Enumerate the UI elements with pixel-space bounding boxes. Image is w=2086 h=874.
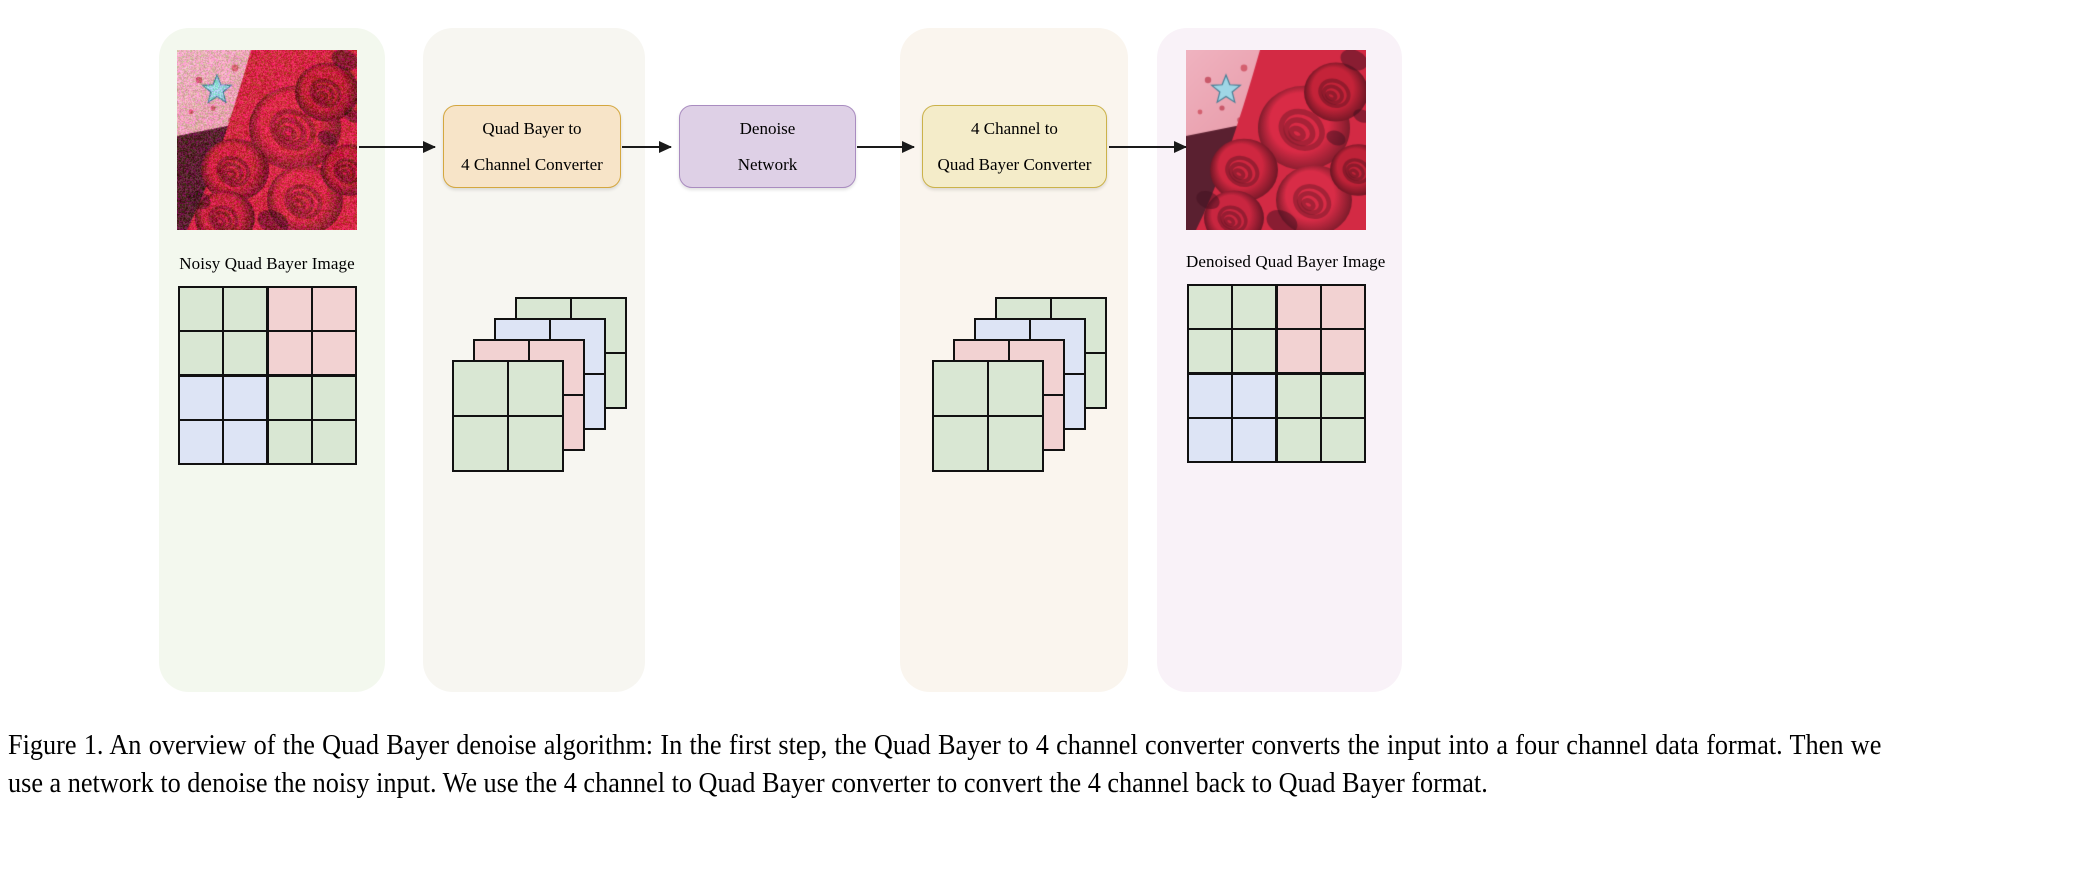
denoised-image-label: Denoised Quad Bayer Image [1186, 252, 1366, 272]
bayer-cell-1-2 [1278, 330, 1320, 372]
bayer-cell-0-0 [180, 288, 222, 330]
bayer-cell-1-0 [180, 332, 222, 374]
bayer-cell-3-1 [1233, 419, 1275, 461]
bayer-cell-1-2 [269, 332, 311, 374]
bayer-cell-2-2 [269, 377, 311, 419]
output-quad-bayer-grid [1187, 284, 1366, 463]
bayer-cell-2-3 [313, 377, 355, 419]
4-channel-to-quad-bayer-converter-box[interactable]: 4 Channel to Quad Bayer Converter [922, 105, 1107, 188]
bayer-cell-1-1 [1233, 330, 1275, 372]
box-line-1: Denoise [740, 120, 796, 137]
bayer-cell-1-3 [313, 332, 355, 374]
noisy-image-label: Noisy Quad Bayer Image [177, 254, 357, 274]
arrow-image-to-converter-icon [359, 146, 435, 148]
quad-bayer-to-4-channel-converter-box[interactable]: Quad Bayer to 4 Channel Converter [443, 105, 621, 188]
box-line-2: Network [738, 156, 797, 173]
box-line-2: Quad Bayer Converter [938, 156, 1092, 173]
bayer-cell-3-3 [1322, 419, 1364, 461]
channel-plane-3 [452, 360, 564, 472]
box-line-1: Quad Bayer to [482, 120, 581, 137]
box-line-2: 4 Channel Converter [461, 156, 603, 173]
bayer-cell-0-3 [313, 288, 355, 330]
bayer-cell-3-0 [180, 421, 222, 463]
arrow-network-to-reconverter-icon [857, 146, 914, 148]
bayer-cell-0-3 [1322, 286, 1364, 328]
noisy-quad-bayer-image [177, 50, 357, 230]
bayer-cell-1-1 [224, 332, 266, 374]
four-channel-stack-before-reconversion [932, 297, 1107, 472]
bayer-cell-2-1 [1233, 375, 1275, 417]
bayer-cell-0-0 [1189, 286, 1231, 328]
plane-cell-1 [989, 362, 1042, 415]
plane-cell-3 [989, 417, 1042, 470]
plane-cell-1 [509, 362, 562, 415]
bayer-cell-2-1 [224, 377, 266, 419]
bayer-cell-3-1 [224, 421, 266, 463]
bayer-cell-2-2 [1278, 375, 1320, 417]
bayer-cell-3-2 [1278, 419, 1320, 461]
plane-cell-2 [454, 417, 507, 470]
plane-cell-3 [509, 417, 562, 470]
bayer-cell-3-0 [1189, 419, 1231, 461]
figure-caption: Figure 1. An overview of the Quad Bayer … [8, 726, 1881, 803]
bayer-cell-1-0 [1189, 330, 1231, 372]
bayer-cell-2-0 [180, 377, 222, 419]
four-channel-stack-after-conversion [452, 297, 627, 472]
bayer-cell-0-1 [224, 288, 266, 330]
plane-cell-0 [454, 362, 507, 415]
arrow-reconverter-to-image-icon [1109, 146, 1186, 148]
plane-cell-2 [934, 417, 987, 470]
bayer-cell-2-3 [1322, 375, 1364, 417]
bayer-cell-0-1 [1233, 286, 1275, 328]
bayer-cell-1-3 [1322, 330, 1364, 372]
bayer-cell-0-2 [269, 288, 311, 330]
bayer-cell-2-0 [1189, 375, 1231, 417]
denoised-quad-bayer-image [1186, 50, 1366, 230]
input-quad-bayer-grid [178, 286, 357, 465]
bayer-cell-0-2 [1278, 286, 1320, 328]
channel-plane-3 [932, 360, 1044, 472]
bayer-cell-3-3 [313, 421, 355, 463]
arrow-converter-to-network-icon [622, 146, 671, 148]
denoise-network-box[interactable]: Denoise Network [679, 105, 856, 188]
plane-cell-0 [934, 362, 987, 415]
box-line-1: 4 Channel to [971, 120, 1058, 137]
bayer-cell-3-2 [269, 421, 311, 463]
